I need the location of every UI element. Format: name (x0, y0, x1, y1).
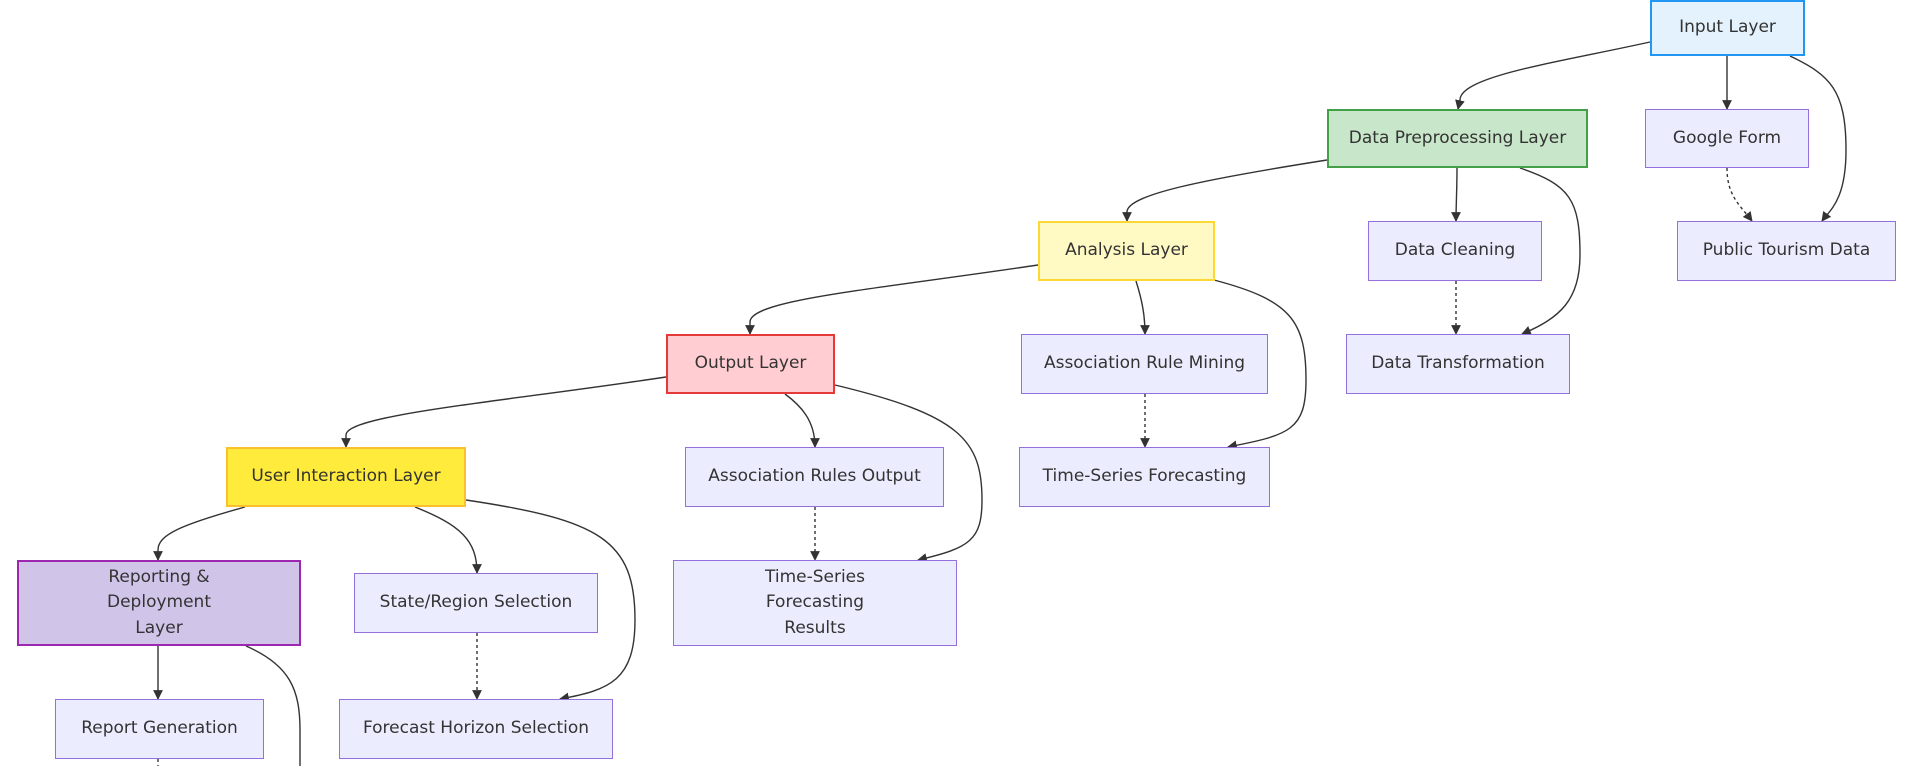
edge-preprocessing-to-analysis (1122, 159, 1328, 222)
node-label: Report Generation (81, 718, 238, 739)
edge-output-to-association-rules-output (784, 393, 820, 448)
edge-user-interaction-to-forecast-horizon (465, 499, 636, 703)
node-label: Public Tourism Data (1702, 240, 1871, 261)
node-time-series-forecasting-results[interactable]: Time-Series Forecasting Results (673, 560, 957, 646)
node-analysis-layer[interactable]: Analysis Layer (1038, 221, 1215, 281)
node-label: Input Layer (1679, 17, 1776, 38)
node-reporting-deployment-layer[interactable]: Reporting & Deployment Layer (17, 560, 301, 646)
edge-analysis-to-association-rule-mining (1135, 280, 1150, 335)
node-association-rule-mining[interactable]: Association Rule Mining (1021, 334, 1268, 394)
node-label: Data Cleaning (1394, 240, 1516, 261)
node-label: Association Rule Mining (1043, 353, 1246, 374)
node-label: Data Transformation (1371, 353, 1545, 374)
node-label: Time-Series Forecasting (1042, 466, 1247, 487)
node-association-rules-output[interactable]: Association Rules Output (685, 447, 944, 507)
node-label-line1: Time-Series Forecasting (764, 566, 866, 613)
node-label: Forecast Horizon Selection (362, 718, 590, 739)
edge-input-to-preprocessing (1455, 41, 1651, 110)
node-data-transformation[interactable]: Data Transformation (1346, 334, 1570, 394)
node-label-wrapper: Time-Series Forecasting Results (714, 565, 916, 642)
edge-output-to-user-interaction (341, 376, 667, 448)
node-label: Google Form (1672, 127, 1782, 148)
edge-user-interaction-to-state-region (414, 506, 482, 574)
edge-output-to-time-series-results (834, 384, 983, 563)
edge-user-interaction-to-reporting (153, 506, 246, 561)
node-input-layer[interactable]: Input Layer (1650, 0, 1805, 56)
edge-preprocessing-to-data-transformation (1519, 167, 1581, 336)
node-label: User Interaction Layer (251, 466, 441, 487)
node-user-interaction-layer[interactable]: User Interaction Layer (226, 447, 466, 507)
node-label-wrapper: Reporting & Deployment Layer (59, 565, 259, 642)
edge-analysis-to-output (745, 264, 1039, 335)
node-state-region-selection[interactable]: State/Region Selection (354, 573, 598, 633)
edge-preprocessing-to-data-cleaning (1451, 167, 1461, 222)
node-label: Association Rules Output (708, 466, 921, 487)
node-forecast-horizon-selection[interactable]: Forecast Horizon Selection (339, 699, 613, 759)
node-label: Data Preprocessing Layer (1348, 127, 1567, 148)
edge-reporting-offscreen (245, 645, 301, 766)
node-public-tourism-data[interactable]: Public Tourism Data (1677, 221, 1896, 281)
node-google-form[interactable]: Google Form (1645, 109, 1809, 168)
node-label-line1: Reporting & Deployment (107, 566, 211, 613)
node-data-preprocessing-layer[interactable]: Data Preprocessing Layer (1327, 109, 1588, 168)
node-time-series-forecasting[interactable]: Time-Series Forecasting (1019, 447, 1270, 507)
node-label-line2: Layer (135, 617, 183, 638)
edge-analysis-to-time-series-forecasting (1213, 279, 1307, 451)
node-data-cleaning[interactable]: Data Cleaning (1368, 221, 1542, 281)
edge-google-form-to-public-tourism (1726, 167, 1753, 222)
node-label: Output Layer (694, 353, 807, 374)
node-label: State/Region Selection (379, 592, 573, 613)
node-label-line2: Results (784, 617, 846, 638)
node-output-layer[interactable]: Output Layer (666, 334, 835, 394)
node-report-generation[interactable]: Report Generation (55, 699, 264, 759)
node-label: Analysis Layer (1065, 240, 1188, 261)
edge-input-to-public-tourism (1789, 55, 1847, 222)
